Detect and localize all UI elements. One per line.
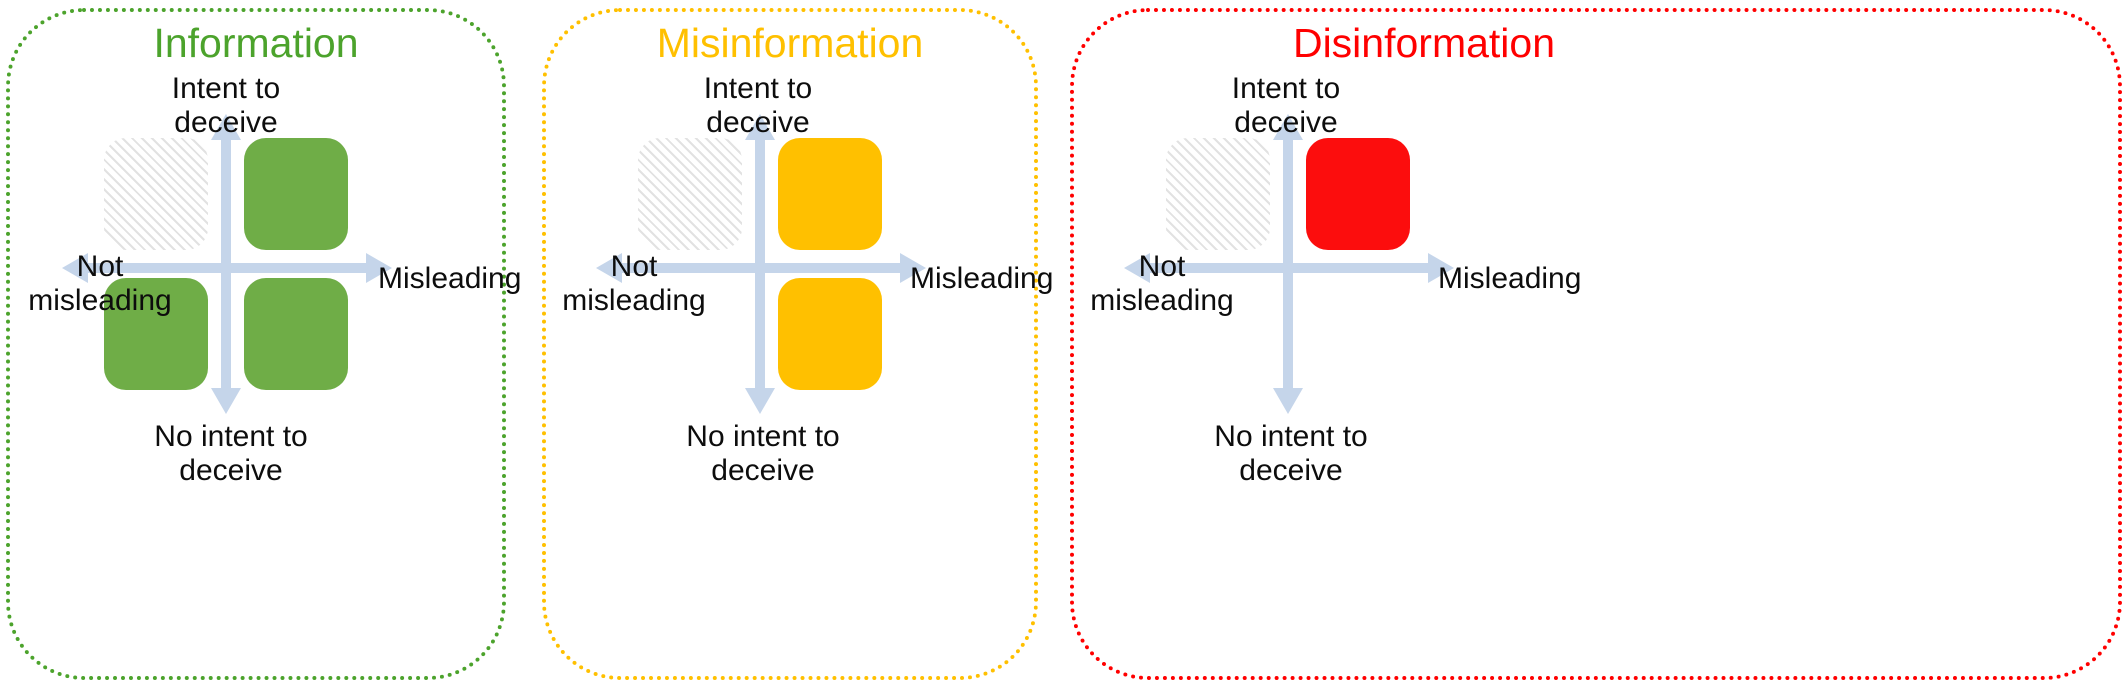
axis-label-top: Intent to deceive — [1231, 72, 1341, 139]
quadrant-bottom-right-filled[interactable] — [244, 278, 348, 390]
quadrant-top-right-filled[interactable] — [778, 138, 882, 250]
axis-label-bottom: No intent to deceive — [154, 420, 308, 487]
panel-title-information: Information — [153, 20, 359, 66]
axis-label-left: Not misleading — [28, 250, 172, 317]
quadrant-chart-information: Intent to deceive No intent to deceive N… — [26, 60, 521, 660]
quadrant-tiles-misinformation — [560, 60, 1024, 660]
axis-label-bottom: No intent to deceive — [1214, 420, 1368, 487]
quadrant-top-left-hatched[interactable] — [638, 138, 742, 250]
quadrant-tiles-disinformation — [1088, 60, 1788, 660]
axis-label-top: Intent to deceive — [703, 72, 813, 139]
panel-misinformation[interactable]: Misinformation Intent to deceive No inte… — [542, 8, 1053, 680]
quadrant-top-left-hatched[interactable] — [1166, 138, 1270, 250]
quadrant-top-right-filled[interactable] — [1306, 138, 1410, 250]
quadrant-top-left-hatched[interactable] — [104, 138, 208, 250]
panel-title-disinformation: Disinformation — [1292, 20, 1556, 66]
quadrant-tiles-information — [26, 60, 494, 660]
quadrant-bottom-left-filled[interactable] — [104, 278, 208, 390]
quadrant-top-right-filled[interactable] — [244, 138, 348, 250]
quadrant-chart-disinformation: Intent to deceive No intent to deceive N… — [1088, 60, 1788, 660]
panel-information[interactable]: Information Intent to deceive No intent … — [6, 8, 521, 680]
quadrant-chart-misinformation: Intent to deceive No intent to deceive N… — [560, 60, 1053, 660]
axis-label-left: Not misleading — [1090, 250, 1234, 317]
axis-label-left: Not misleading — [562, 250, 706, 317]
axis-label-right: Misleading — [910, 262, 1054, 295]
panel-title-misinformation: Misinformation — [656, 20, 924, 66]
axis-label-bottom: No intent to deceive — [686, 420, 840, 487]
axis-label-right: Misleading — [1438, 262, 1582, 295]
axis-label-top: Intent to deceive — [171, 72, 281, 139]
axis-label-right: Misleading — [378, 262, 522, 295]
quadrant-bottom-right-filled[interactable] — [778, 278, 882, 390]
panel-disinformation[interactable]: Disinformation Intent to deceive No inte… — [1070, 8, 2122, 680]
